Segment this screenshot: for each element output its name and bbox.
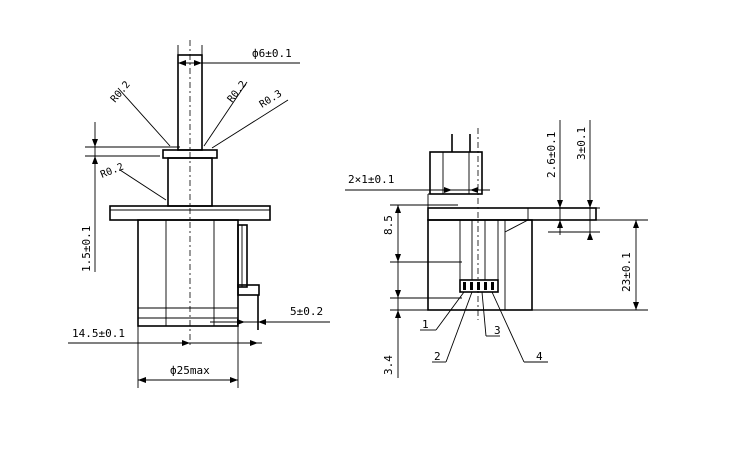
dim-3: 3±0.1 — [548, 120, 600, 240]
radius-c-label: R0.3 — [258, 88, 284, 110]
left-view: ф6±0.1 R0.2 R0.2 R0.3 R0.2 1.5±0.1 — [68, 40, 330, 388]
flange-height-label: 1.5±0.1 — [80, 226, 93, 272]
right-view: 2×1±0.1 8.5 3.4 2.6±0.1 — [345, 120, 648, 378]
height-23-label: 23±0.1 — [620, 252, 633, 292]
dim-left-height: 14.5±0.1 — [68, 327, 262, 346]
right-shaft — [429, 134, 483, 195]
shaft-width-label: 2×1±0.1 — [348, 173, 394, 186]
callout-1: 1 — [422, 318, 429, 331]
pin-length-label: 5±0.2 — [290, 305, 323, 318]
height-8-5-label: 8.5 — [382, 215, 395, 235]
connector — [459, 279, 499, 293]
radius-leaders: R0.2 R0.2 R0.3 R0.2 — [99, 79, 289, 201]
shaft-diameter-label: ф6±0.1 — [252, 47, 292, 60]
dim-23: 23±0.1 — [532, 219, 648, 311]
dim-shaft-width: 2×1±0.1 — [345, 173, 490, 193]
callout-4: 4 — [536, 350, 543, 363]
dim-shaft-diameter: ф6±0.1 — [178, 47, 300, 66]
dim-8-5: 8.5 — [382, 204, 462, 263]
body-diameter-label: ф25max — [170, 364, 210, 377]
dim-3-4: 3.4 — [382, 262, 462, 378]
right-body — [427, 208, 533, 311]
dim-pin-length: 5±0.2 — [210, 305, 330, 325]
radius-d-label: R0.2 — [99, 162, 125, 181]
callout-2: 2 — [434, 350, 441, 363]
callout-3: 3 — [494, 324, 501, 337]
dim-body-diameter: ф25max — [137, 326, 239, 388]
height-2-6-label: 2.6±0.1 — [545, 132, 558, 178]
callout-leaders: 1 2 3 4 — [420, 291, 548, 363]
side-terminal — [237, 224, 260, 330]
motor-body — [137, 219, 239, 327]
height-3-4-label: 3.4 — [382, 355, 395, 375]
dim-2-6: 2.6±0.1 — [545, 120, 600, 235]
height-3-label: 3±0.1 — [575, 127, 588, 160]
dim-flange-height: 1.5±0.1 — [80, 122, 180, 272]
radius-b-label: R0.2 — [226, 79, 250, 105]
left-height-label: 14.5±0.1 — [72, 327, 125, 340]
right-flange — [427, 207, 597, 221]
